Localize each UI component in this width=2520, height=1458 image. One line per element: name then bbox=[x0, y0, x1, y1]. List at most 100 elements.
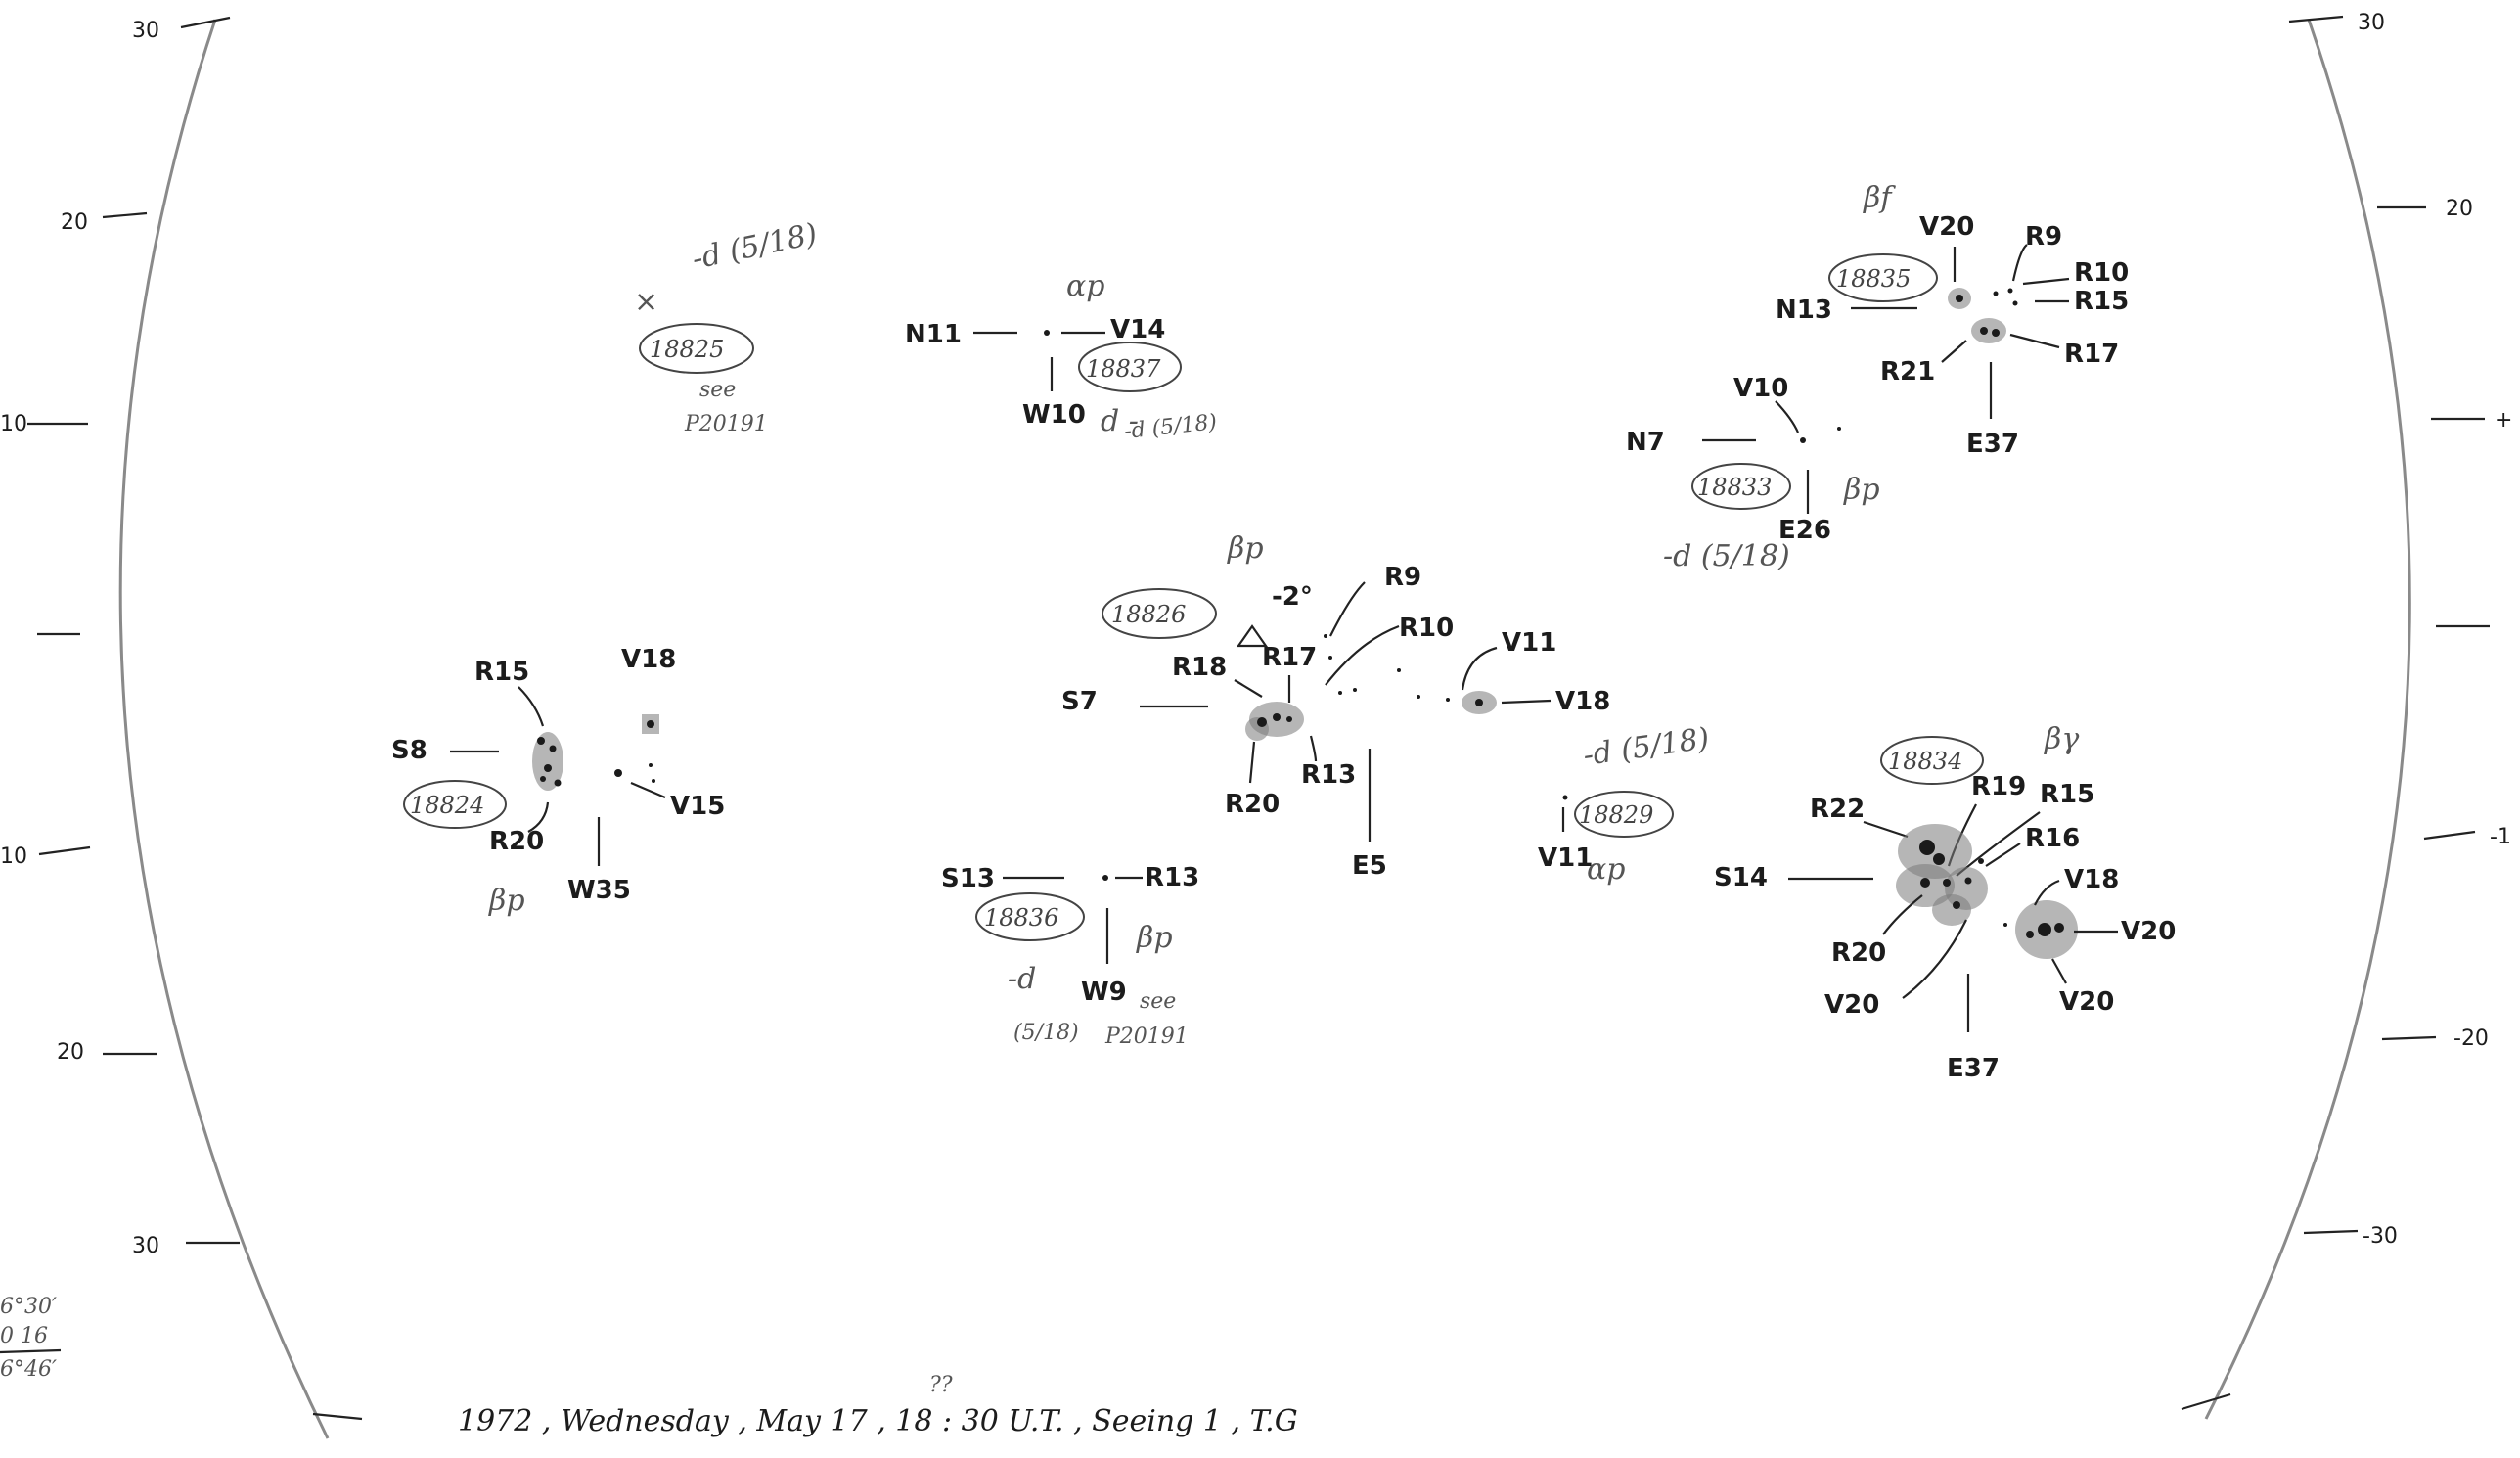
svg-text:R20: R20 bbox=[489, 827, 544, 856]
svg-text:S14: S14 bbox=[1714, 863, 1768, 892]
svg-text:R9: R9 bbox=[1384, 563, 1421, 592]
caption-text: 1972 , Wednesday , May 17 , 18 : 30 U.T.… bbox=[458, 1404, 1298, 1438]
group-18837: αp N11 V14 W10 18837 d - -d (5/18) bbox=[905, 269, 1218, 444]
svg-text:6°46′: 6°46′ bbox=[0, 1357, 57, 1382]
group-number: 18825 bbox=[650, 336, 724, 363]
scale-left-label: 20 bbox=[61, 210, 88, 235]
svg-text:R19: R19 bbox=[1971, 772, 2026, 801]
svg-text:S8: S8 bbox=[391, 736, 428, 765]
svg-text:see: see bbox=[1140, 989, 1176, 1014]
group-18825: × -d (5/18) 18825 see P20191 bbox=[634, 217, 820, 436]
group-number: 18826 bbox=[1111, 601, 1186, 628]
group-18836: S13 R13 18836 βp -d (5/18) W9 see P20191 bbox=[941, 863, 1199, 1049]
svg-text:R17: R17 bbox=[2064, 340, 2119, 369]
scale-left-label: 30 bbox=[132, 1234, 159, 1258]
svg-text:R15: R15 bbox=[2040, 780, 2094, 809]
svg-text:V14: V14 bbox=[1110, 315, 1165, 344]
scale-right-label: 30 bbox=[2358, 11, 2385, 35]
svg-text:βγ: βγ bbox=[2044, 722, 2079, 756]
group-18833: V10 N7 18833 E26 βp -d (5/18) bbox=[1626, 374, 1880, 573]
svg-text:N7: N7 bbox=[1626, 428, 1665, 457]
scale-right-label: -20 bbox=[2453, 1026, 2489, 1051]
svg-text:-2°: -2° bbox=[1272, 582, 1313, 612]
svg-text:E37: E37 bbox=[1947, 1054, 2000, 1083]
svg-text:βp: βp bbox=[1843, 473, 1880, 507]
group-18834: βγ 18834 R22 R19 R15 R16 S14 V18 V20 R2 bbox=[1714, 722, 2176, 1083]
group-number: 18829 bbox=[1579, 801, 1653, 829]
latitude-scale-right: 30 20 + -1 -20 -30 bbox=[2181, 11, 2512, 1411]
svg-text:R10: R10 bbox=[1399, 614, 1454, 643]
caption-mark: ?? bbox=[929, 1373, 953, 1397]
svg-text:αp: αp bbox=[1066, 269, 1104, 303]
svg-text:βp: βp bbox=[488, 884, 525, 918]
group-number: 18836 bbox=[984, 904, 1058, 932]
svg-text:W9: W9 bbox=[1081, 978, 1127, 1007]
solar-limb-left bbox=[118, 19, 330, 1439]
svg-text:N13: N13 bbox=[1776, 296, 1832, 325]
svg-text:V20: V20 bbox=[1919, 212, 1974, 242]
group-number: 18834 bbox=[1888, 748, 1962, 775]
svg-text:R22: R22 bbox=[1810, 795, 1865, 824]
svg-text:V18: V18 bbox=[2064, 865, 2119, 894]
svg-text:R10: R10 bbox=[2074, 258, 2129, 288]
scale-left-label: 30 bbox=[132, 19, 159, 43]
svg-text:R20: R20 bbox=[1225, 790, 1280, 819]
svg-text:R16: R16 bbox=[2025, 824, 2080, 853]
svg-text:S7: S7 bbox=[1061, 687, 1098, 716]
svg-text:βp: βp bbox=[1227, 531, 1264, 566]
group-18835: βf V20 18835 N13 R9 R10 R15 R17 R21 E37 bbox=[1776, 181, 2129, 459]
svg-text:R9: R9 bbox=[2025, 222, 2062, 251]
svg-text:R20: R20 bbox=[1831, 938, 1886, 968]
latitude-scale-left: 30 20 10 10 20 30 bbox=[0, 16, 363, 1421]
scale-left-label: 20 bbox=[57, 1040, 84, 1065]
svg-text:W35: W35 bbox=[567, 876, 631, 905]
svg-text:R13: R13 bbox=[1301, 760, 1356, 790]
svg-text:E37: E37 bbox=[1966, 430, 2019, 459]
svg-text:V18: V18 bbox=[621, 645, 676, 674]
scale-right-label: -30 bbox=[2362, 1224, 2398, 1249]
observation-caption: 1972 , Wednesday , May 17 , 18 : 30 U.T.… bbox=[458, 1373, 1298, 1438]
svg-text:-d (5/18): -d (5/18) bbox=[1663, 539, 1790, 573]
svg-text:-d (5/18): -d (5/18) bbox=[689, 217, 820, 277]
svg-text:E5: E5 bbox=[1352, 851, 1387, 881]
svg-text:V10: V10 bbox=[1733, 374, 1788, 403]
svg-text:see: see bbox=[699, 378, 736, 402]
svg-text:R18: R18 bbox=[1172, 653, 1227, 682]
svg-text:V18: V18 bbox=[1555, 687, 1610, 716]
svg-text:P20191: P20191 bbox=[1104, 1025, 1189, 1049]
svg-text:-d: -d bbox=[1008, 962, 1036, 996]
svg-text:R21: R21 bbox=[1880, 357, 1935, 387]
scale-right-label: + bbox=[2495, 408, 2512, 433]
svg-text:0 16: 0 16 bbox=[0, 1324, 48, 1348]
svg-text:V11: V11 bbox=[1538, 843, 1593, 873]
scale-left-label: 10 bbox=[0, 844, 27, 869]
scale-left-label: 10 bbox=[0, 412, 27, 436]
svg-text:αp: αp bbox=[1587, 852, 1625, 887]
group-number: 18833 bbox=[1697, 474, 1772, 501]
svg-text:R15: R15 bbox=[474, 658, 529, 687]
svg-text:W10: W10 bbox=[1022, 400, 1086, 430]
svg-text:E26: E26 bbox=[1778, 516, 1831, 545]
corner-note: 6°30′ 0 16 6°46′ bbox=[0, 1295, 62, 1382]
scale-right-label: -1 bbox=[2490, 825, 2511, 849]
svg-text:V11: V11 bbox=[1502, 628, 1556, 658]
svg-text:βf: βf bbox=[1863, 181, 1896, 215]
group-number: 18837 bbox=[1086, 355, 1161, 383]
svg-text:S13: S13 bbox=[941, 864, 995, 893]
group-number: 18824 bbox=[410, 792, 484, 819]
svg-text:(5/18): (5/18) bbox=[1013, 1021, 1079, 1045]
svg-text:V20: V20 bbox=[1824, 990, 1879, 1020]
svg-text:βp: βp bbox=[1136, 921, 1173, 955]
group-18824: R15 V18 S8 V15 18824 R20 W35 βp bbox=[391, 645, 725, 918]
scale-right-label: 20 bbox=[2446, 197, 2473, 221]
svg-text:6°30′: 6°30′ bbox=[0, 1295, 57, 1319]
svg-text:V20: V20 bbox=[2059, 987, 2114, 1017]
solar-limb-right bbox=[2204, 19, 2411, 1420]
group-18826: βp 18826 -2° R18 R17 R9 R10 S7 V11 V18 R bbox=[1061, 531, 1610, 881]
svg-text:R15: R15 bbox=[2074, 287, 2129, 316]
svg-text:×: × bbox=[634, 285, 658, 319]
svg-text:V20: V20 bbox=[2121, 917, 2176, 946]
svg-text:P20191: P20191 bbox=[684, 412, 768, 436]
svg-text:R17: R17 bbox=[1262, 643, 1317, 672]
